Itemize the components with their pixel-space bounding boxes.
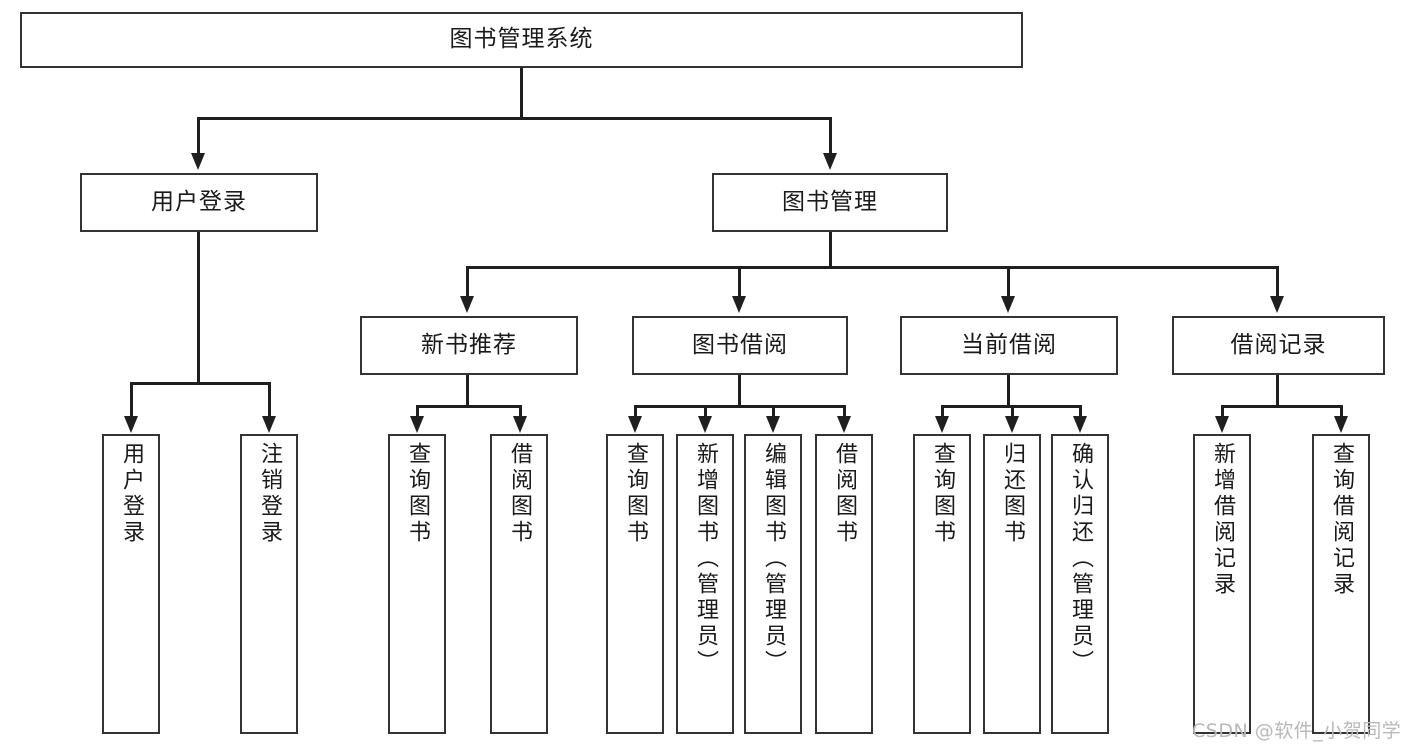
connector-drop-leaf-bb-2 [704, 405, 707, 419]
arrowhead-leaf-br-1 [1215, 416, 1229, 433]
node-label: 图书管理系统 [449, 26, 594, 53]
arrowhead-leaf-user-login-1 [124, 416, 138, 433]
leaf-user-login[interactable]: 用户登录 [102, 434, 160, 734]
connector-drop-book-borrow [738, 266, 741, 298]
connector-new-book-recommend-stem [466, 375, 469, 407]
connector-drop-leaf-nbr-1 [416, 405, 419, 419]
leaf-br-add-record[interactable]: 新增借阅记录 [1193, 434, 1251, 734]
node-current-borrow[interactable]: 当前借阅 [900, 316, 1118, 375]
node-label: 查询图书 [930, 442, 955, 546]
node-label: 查询图书 [405, 442, 430, 546]
arrowhead-leaf-user-login-2 [262, 416, 276, 433]
connector-drop-book-management [829, 117, 832, 155]
connector-drop-leaf-cb-3 [1079, 405, 1082, 419]
connector-drop-borrow-record [1276, 266, 1279, 298]
node-label: 归还图书 [1000, 442, 1025, 546]
node-label: 新书推荐 [421, 331, 517, 358]
connector-user-login-bar [130, 382, 268, 385]
arrowhead-leaf-cb-3 [1073, 416, 1087, 433]
node-label: 注销登录 [257, 442, 282, 546]
node-label: 图书管理 [782, 188, 878, 215]
arrowhead-leaf-nbr-1 [410, 416, 424, 433]
node-borrow-record[interactable]: 借阅记录 [1172, 316, 1385, 375]
arrowhead-book-management [823, 153, 837, 170]
node-book-borrow[interactable]: 图书借阅 [632, 316, 848, 375]
connector-new-book-recommend-bar [416, 405, 519, 408]
arrowhead-borrow-record [1270, 296, 1284, 313]
connector-drop-user-login [197, 117, 200, 155]
connector-drop-leaf-bb-4 [843, 405, 846, 419]
node-label: 新增借阅记录 [1210, 442, 1235, 598]
node-label: 图书借阅 [692, 331, 788, 358]
connector-book-management-stem [829, 232, 832, 268]
connector-drop-leaf-user-login-2 [268, 382, 271, 418]
arrowhead-leaf-cb-2 [1005, 416, 1019, 433]
node-label: 借阅记录 [1230, 331, 1327, 358]
connector-borrow-record-bar [1221, 405, 1340, 408]
arrowhead-leaf-bb-2 [698, 416, 712, 433]
node-label: 当前借阅 [961, 331, 1057, 358]
connector-book-borrow-stem [738, 375, 741, 407]
node-label: 新增图书（管理员） [693, 442, 718, 676]
connector-level2-bar [466, 266, 1278, 269]
arrowhead-leaf-bb-1 [628, 416, 642, 433]
leaf-bb-add-book-admin[interactable]: 新增图书（管理员） [676, 434, 734, 734]
connector-drop-leaf-nbr-2 [519, 405, 522, 419]
connector-current-borrow-stem [1007, 375, 1010, 407]
leaf-cb-query-book[interactable]: 查询图书 [913, 434, 971, 734]
connector-drop-current-borrow [1007, 266, 1010, 298]
node-label: 借阅图书 [832, 442, 857, 546]
connector-borrow-record-stem [1276, 375, 1279, 407]
leaf-cb-return-book[interactable]: 归还图书 [983, 434, 1041, 734]
arrowhead-leaf-bb-3 [766, 416, 780, 433]
node-label: 确认归还（管理员） [1068, 442, 1093, 676]
leaf-nbr-borrow-book[interactable]: 借阅图书 [490, 434, 548, 734]
connector-book-borrow-bar [634, 405, 845, 408]
node-label: 查询借阅记录 [1329, 442, 1354, 598]
arrowhead-leaf-bb-4 [837, 416, 851, 433]
connector-drop-leaf-user-login-1 [130, 382, 133, 418]
arrowhead-leaf-br-2 [1334, 416, 1348, 433]
connector-user-login-stem [197, 232, 200, 384]
leaf-nbr-query-book[interactable]: 查询图书 [388, 434, 446, 734]
node-label: 借阅图书 [507, 442, 532, 546]
watermark-text: CSDN @软件_小贺同学 [1192, 720, 1402, 742]
node-label: 用户登录 [119, 442, 144, 546]
leaf-bb-query-book[interactable]: 查询图书 [606, 434, 664, 734]
connector-root-stem [520, 68, 523, 118]
node-new-book-recommend[interactable]: 新书推荐 [360, 316, 578, 375]
arrowhead-new-book-recommend [460, 296, 474, 313]
node-label: 用户登录 [151, 188, 247, 215]
node-book-management[interactable]: 图书管理 [712, 173, 948, 232]
connector-drop-leaf-bb-1 [634, 405, 637, 419]
connector-drop-leaf-cb-1 [941, 405, 944, 419]
node-label: 查询图书 [623, 442, 648, 546]
node-root-book-management-system[interactable]: 图书管理系统 [20, 12, 1023, 68]
connector-drop-leaf-br-1 [1221, 405, 1224, 419]
connector-level1-bar [197, 117, 832, 120]
arrowhead-leaf-cb-1 [935, 416, 949, 433]
arrowhead-book-borrow [732, 296, 746, 313]
csdn-watermark: CSDN @软件_小贺同学 [1192, 716, 1401, 743]
arrowhead-leaf-nbr-2 [513, 416, 527, 433]
connector-drop-leaf-bb-3 [772, 405, 775, 419]
connector-drop-leaf-cb-2 [1011, 405, 1014, 419]
leaf-bb-edit-book-admin[interactable]: 编辑图书（管理员） [744, 434, 802, 734]
node-user-login[interactable]: 用户登录 [80, 173, 318, 232]
arrowhead-current-borrow [1001, 296, 1015, 313]
connector-drop-leaf-br-2 [1340, 405, 1343, 419]
node-label: 编辑图书（管理员） [761, 442, 786, 676]
leaf-br-query-record[interactable]: 查询借阅记录 [1312, 434, 1370, 734]
arrowhead-user-login [191, 153, 205, 170]
leaf-logout[interactable]: 注销登录 [240, 434, 298, 734]
leaf-cb-confirm-return-admin[interactable]: 确认归还（管理员） [1051, 434, 1109, 734]
leaf-bb-borrow-book[interactable]: 借阅图书 [815, 434, 873, 734]
connector-drop-new-book-recommend [466, 266, 469, 298]
